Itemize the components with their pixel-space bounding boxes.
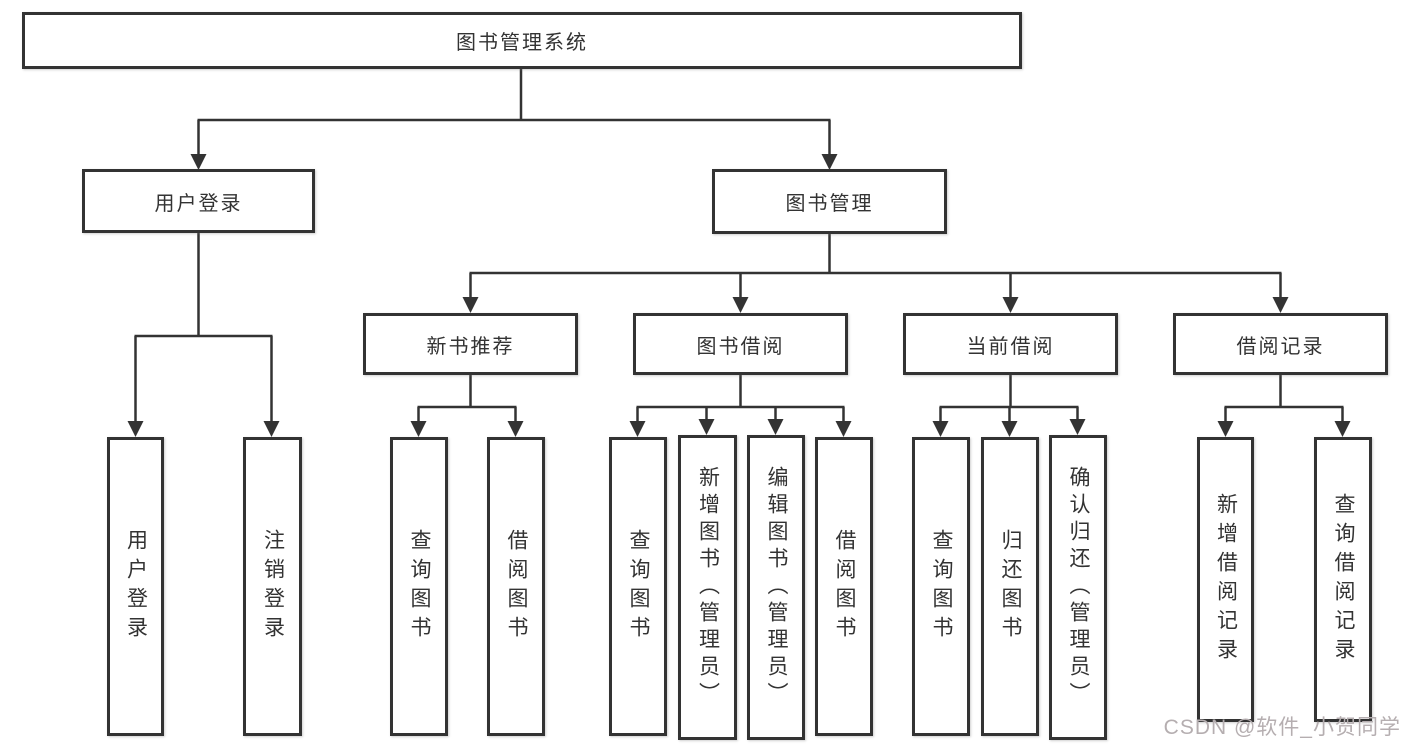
leaf-cb-confirm-return-admin: 确认归还（管理员） bbox=[1049, 435, 1107, 740]
node-current-borrow: 当前借阅 bbox=[903, 313, 1118, 375]
node-current-borrow-label: 当前借阅 bbox=[966, 335, 1055, 358]
leaf-cb-query-books: 查询图书 bbox=[912, 437, 970, 736]
node-book-management: 图书管理 bbox=[712, 169, 947, 234]
node-user-login: 用户登录 bbox=[82, 169, 315, 233]
leaf-bb-borrow-books: 借阅图书 bbox=[815, 437, 873, 736]
node-book-management-label: 图书管理 bbox=[785, 193, 874, 215]
leaf-br-add-record: 新增借阅记录 bbox=[1197, 437, 1254, 722]
leaf-bb-add-books-admin-label: 新增图书（管理员） bbox=[696, 466, 720, 709]
leaf-logout: 注销登录 bbox=[243, 437, 302, 736]
leaf-br-query-record-label: 查询借阅记录 bbox=[1332, 492, 1355, 667]
leaf-cb-confirm-return-admin-label: 确认归还（管理员） bbox=[1067, 466, 1090, 709]
node-borrow-records: 借阅记录 bbox=[1173, 313, 1388, 375]
leaf-nb-borrow-books-label: 借阅图书 bbox=[505, 528, 528, 645]
connector-book-management-to-level3 bbox=[462, 234, 1289, 313]
connector-book-borrow-to-leaves bbox=[629, 375, 852, 437]
node-book-borrow: 图书借阅 bbox=[633, 313, 848, 375]
connector-current-borrow-to-leaves bbox=[932, 375, 1086, 437]
leaf-user-login-label: 用户登录 bbox=[124, 528, 148, 645]
leaf-bb-borrow-books-label: 借阅图书 bbox=[833, 528, 856, 645]
leaf-br-add-record-label: 新增借阅记录 bbox=[1214, 492, 1238, 667]
leaf-logout-label: 注销登录 bbox=[261, 528, 285, 645]
connector-user-login-to-leaves bbox=[127, 233, 280, 437]
node-borrow-records-label: 借阅记录 bbox=[1236, 335, 1325, 358]
leaf-br-query-record: 查询借阅记录 bbox=[1314, 437, 1372, 722]
csdn-watermark: CSDN @软件_小贺同学 bbox=[1163, 716, 1401, 739]
leaf-cb-return-books-label: 归还图书 bbox=[999, 528, 1022, 645]
leaf-nb-query-books: 查询图书 bbox=[390, 437, 448, 736]
connector-root-to-level2 bbox=[190, 68, 838, 170]
node-root-label: 图书管理系统 bbox=[456, 32, 588, 54]
node-new-book-recommend: 新书推荐 bbox=[363, 313, 578, 375]
leaf-bb-query-books: 查询图书 bbox=[609, 437, 667, 736]
leaf-bb-edit-books-admin: 编辑图书（管理员） bbox=[747, 435, 805, 740]
leaf-nb-borrow-books: 借阅图书 bbox=[487, 437, 545, 736]
leaf-user-login: 用户登录 bbox=[107, 437, 164, 736]
node-user-login-label: 用户登录 bbox=[154, 192, 243, 215]
leaf-bb-add-books-admin: 新增图书（管理员） bbox=[678, 435, 737, 740]
leaf-cb-query-books-label: 查询图书 bbox=[930, 528, 953, 645]
leaf-nb-query-books-label: 查询图书 bbox=[408, 528, 431, 645]
connector-new-book-to-leaves bbox=[410, 375, 524, 437]
node-new-book-recommend-label: 新书推荐 bbox=[426, 335, 515, 358]
leaf-bb-edit-books-admin-label: 编辑图书（管理员） bbox=[765, 466, 788, 709]
connector-borrow-record-to-leaves bbox=[1217, 375, 1351, 437]
node-book-borrow-label: 图书借阅 bbox=[696, 335, 785, 358]
leaf-cb-return-books: 归还图书 bbox=[981, 437, 1039, 736]
node-root: 图书管理系统 bbox=[22, 12, 1022, 69]
leaf-bb-query-books-label: 查询图书 bbox=[627, 528, 650, 645]
